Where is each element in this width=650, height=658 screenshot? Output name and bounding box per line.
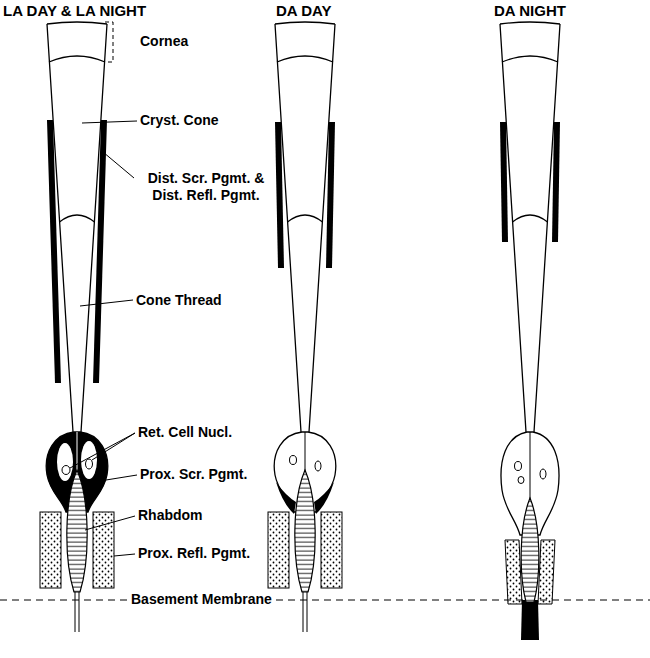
- part-label: Rhabdom: [138, 507, 203, 524]
- part-label: Cone Thread: [136, 292, 222, 309]
- part-label: Prox. Refl. Pgmt.: [138, 545, 250, 562]
- column-heading: DA DAY: [276, 2, 332, 19]
- part-label: Ret. Cell Nucl.: [138, 424, 232, 441]
- column-heading: LA DAY & LA NIGHT: [3, 2, 146, 19]
- part-label: Prox. Scr. Pgmt.: [140, 466, 247, 483]
- part-label: Cornea: [140, 33, 188, 50]
- part-label: Dist. Scr. Pgmt. & Dist. Refl. Pgmt.: [136, 170, 276, 204]
- part-label: Basement Membrane: [128, 591, 275, 608]
- part-label: Cryst. Cone: [140, 112, 219, 129]
- column-heading: DA NIGHT: [494, 2, 566, 19]
